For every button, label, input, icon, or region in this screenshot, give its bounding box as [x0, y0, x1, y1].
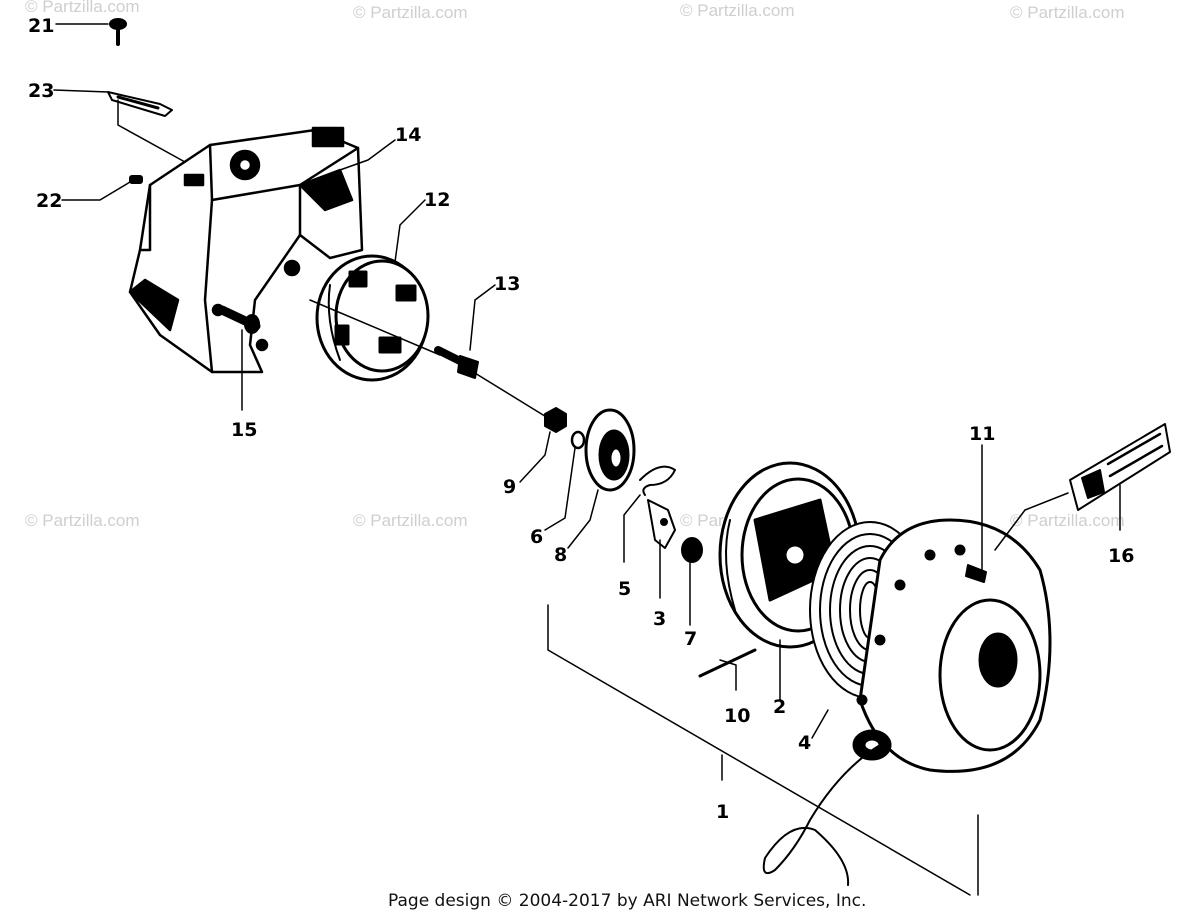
part-22-pin	[129, 175, 143, 184]
part-13-bolt	[434, 346, 479, 379]
callout-13: 13	[494, 273, 520, 295]
callout-4: 4	[798, 732, 811, 754]
part-9-nut	[544, 407, 567, 433]
callout-14: 14	[395, 124, 421, 146]
shaft-line	[309, 299, 549, 419]
leader-lines	[53, 23, 1121, 896]
part-3-pawl	[647, 499, 676, 549]
part-6-washer	[570, 430, 586, 450]
part-1-starter-case	[852, 518, 1052, 773]
callout-21: 21	[28, 15, 54, 37]
part-15-bolt	[217, 305, 261, 334]
starter-rope	[762, 744, 881, 886]
watermark: © Partzilla.com	[1010, 511, 1125, 530]
part-7-spring	[681, 537, 703, 563]
footer-copyright: Page design © 2004-2017 by ARI Network S…	[388, 891, 866, 911]
part-8-friction-plate	[584, 408, 636, 492]
part-16-emblem	[1069, 423, 1171, 511]
callout-5: 5	[618, 578, 631, 600]
callout-3: 3	[653, 608, 666, 630]
callout-10: 10	[724, 705, 750, 727]
watermark: © Partzilla.com	[353, 3, 468, 22]
watermark: © Partzilla.com	[680, 1, 795, 20]
callout-23: 23	[28, 80, 54, 102]
callout-22: 22	[36, 190, 62, 212]
callouts: 21 23 22 14 12 13 15 9 6 8 5 3 7 10 2 4 …	[28, 15, 1134, 823]
callout-12: 12	[424, 189, 450, 211]
callout-8: 8	[554, 544, 567, 566]
watermark: © Partzilla.com	[25, 0, 140, 16]
callout-6: 6	[530, 526, 543, 548]
callout-7: 7	[684, 628, 697, 650]
callout-16: 16	[1108, 545, 1134, 567]
part-21-screw	[109, 18, 127, 46]
watermark: © Partzilla.com	[1010, 3, 1125, 22]
part-14-housing	[128, 126, 364, 374]
callout-9: 9	[503, 476, 516, 498]
callout-11: 11	[969, 423, 995, 445]
part-11-bolt	[965, 564, 987, 583]
part-5-spring	[639, 465, 676, 496]
callout-15: 15	[231, 419, 257, 441]
callout-1: 1	[716, 801, 729, 823]
callout-2: 2	[773, 696, 786, 718]
part-23-bracket	[107, 91, 173, 117]
watermark: © Partzilla.com	[353, 511, 468, 530]
part-12-starter-cup	[315, 254, 430, 382]
watermark: © Partzilla.com	[25, 511, 140, 530]
